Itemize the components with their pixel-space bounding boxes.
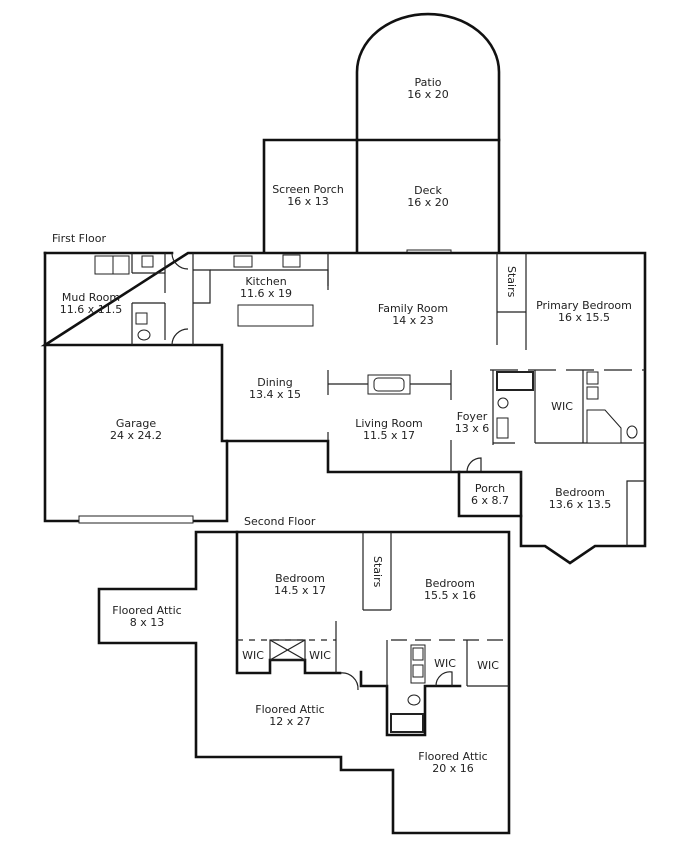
first-floor-title: First Floor	[52, 232, 107, 245]
label-stairs-first-floor: Stairs	[505, 266, 518, 298]
second-floor-outline	[97, 530, 511, 835]
porch-deck-outline	[262, 138, 501, 254]
patio-outline	[355, 12, 501, 142]
label-stairs-second-floor: Stairs	[371, 556, 384, 588]
second-floor-title: Second Floor	[244, 515, 316, 528]
label-wic-3: WIC	[434, 657, 456, 670]
label-wic-1: WIC	[242, 649, 264, 662]
label-wic-2: WIC	[309, 649, 331, 662]
main-house-outline	[40, 251, 647, 565]
label-wic-primary: WIC	[551, 400, 573, 413]
label-wic-4: WIC	[477, 659, 499, 672]
